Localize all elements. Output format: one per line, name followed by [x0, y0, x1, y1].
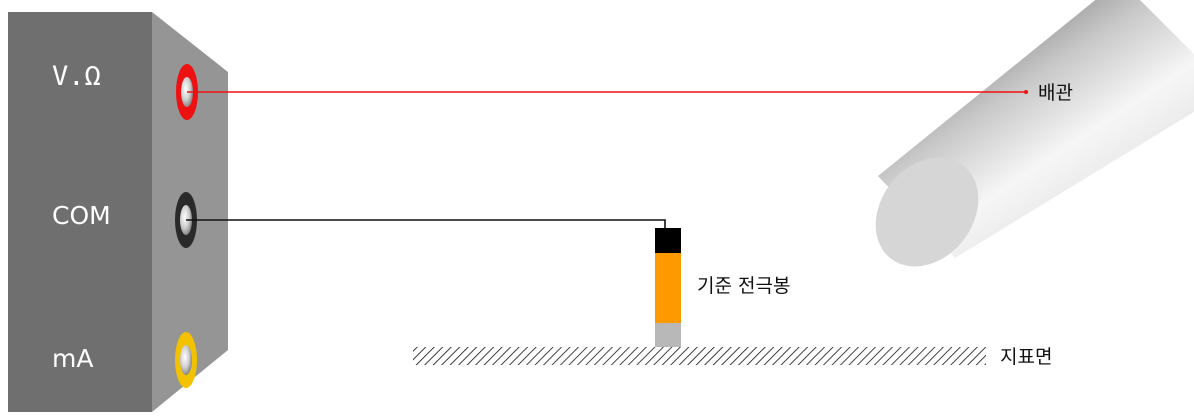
- reference-electrode: [655, 228, 681, 347]
- terminal-label-ma: mA: [52, 344, 93, 373]
- ground-surface: [413, 347, 986, 365]
- black-lead-wire: [186, 219, 666, 228]
- electrode-body: [655, 253, 681, 323]
- pipe-label: 배관: [1038, 82, 1073, 104]
- ground-label: 지표면: [1000, 346, 1052, 368]
- electrode-label: 기준 전극봉: [697, 275, 790, 297]
- yellow-jack-icon[interactable]: [175, 332, 197, 388]
- terminal-label-vohm: V.Ω: [52, 61, 101, 92]
- red-lead-contact: [1024, 90, 1028, 94]
- pipe-end: [875, 157, 979, 267]
- pipe: [875, 0, 1194, 267]
- electrode-tip: [655, 323, 681, 347]
- terminal-label-com: COM: [52, 201, 111, 230]
- meter-front-face: [8, 12, 152, 412]
- multimeter: [8, 12, 228, 412]
- electrode-cap: [655, 228, 681, 253]
